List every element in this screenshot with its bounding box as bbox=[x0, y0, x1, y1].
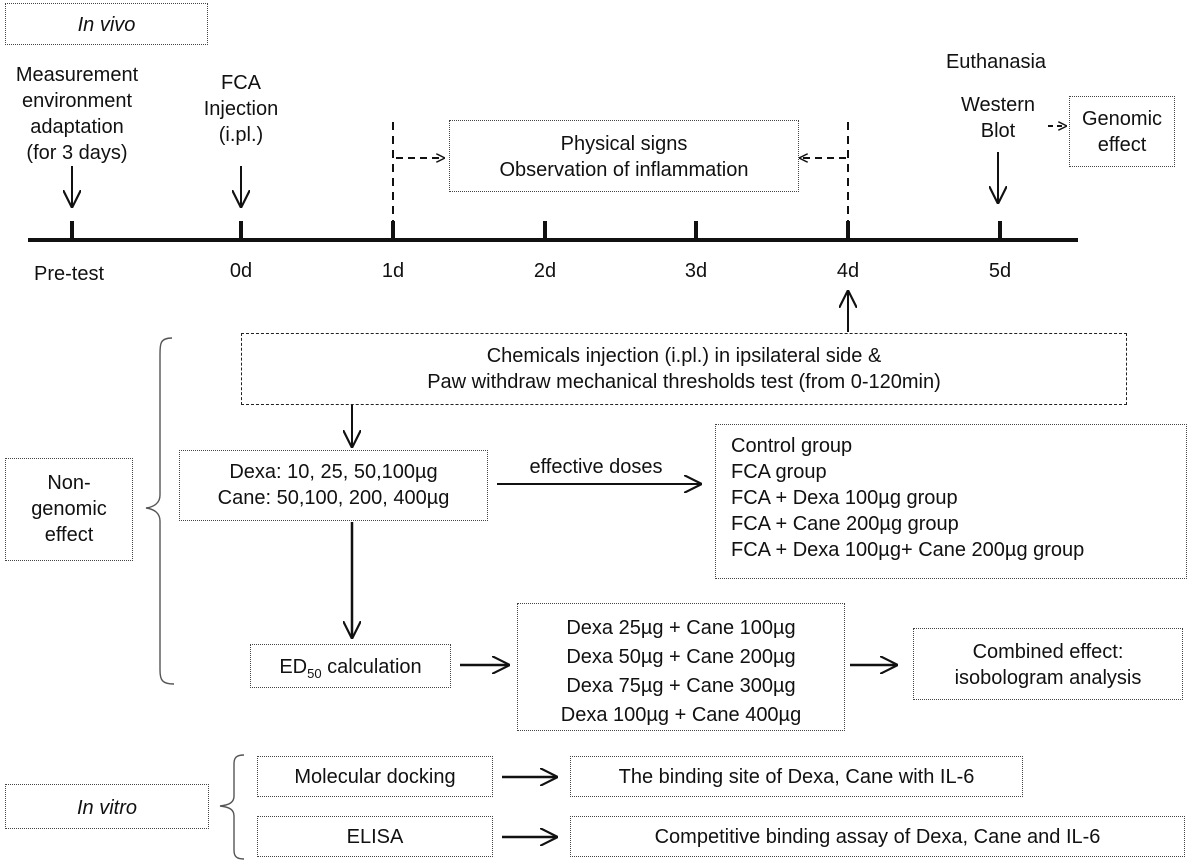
physical-signs-title: Physical signs bbox=[560, 133, 688, 155]
physical-signs-box: Physical signs Observation of inflammati… bbox=[449, 120, 799, 192]
chemicals-line-2: Paw withdraw mechanical thresholds test … bbox=[427, 371, 941, 393]
western-blot-label: Western Blot bbox=[960, 94, 1036, 142]
in-vitro-label: In vitro bbox=[76, 797, 138, 819]
competitive-binding-label: Competitive binding assay of Dexa, Cane … bbox=[654, 826, 1101, 848]
dose-combinations-box: Dexa 25µg + Cane 100µg Dexa 50µg + Cane … bbox=[517, 603, 845, 731]
chemicals-injection-box: Chemicals injection (i.pl.) in ipsilater… bbox=[241, 333, 1127, 405]
binding-site-box: The binding site of Dexa, Cane with IL-6 bbox=[570, 756, 1023, 797]
genomic-effect-box: Genomic effect bbox=[1069, 96, 1175, 167]
fca-injection-label: FCA Injection (i.pl.) bbox=[203, 72, 279, 146]
adaptation-label: Measurement environment adaptation (for … bbox=[15, 64, 139, 164]
group-fca-cane: FCA + Cane 200µg group bbox=[731, 513, 959, 535]
dexa-doses: Dexa: 10, 25, 50,100µg bbox=[229, 461, 438, 483]
in-vitro-brace bbox=[219, 754, 245, 860]
euthanasia-label: Euthanasia bbox=[945, 51, 1047, 73]
molecular-docking-box: Molecular docking bbox=[257, 756, 493, 797]
tick-label-0d: 0d bbox=[229, 260, 253, 282]
treatment-groups-box: Control group FCA group FCA + Dexa 100µg… bbox=[715, 424, 1187, 579]
tick-label-4d: 4d bbox=[836, 260, 860, 282]
in-vivo-label: In vivo bbox=[77, 14, 136, 36]
cane-doses: Cane: 50,100, 200, 400µg bbox=[217, 487, 450, 509]
elisa-box: ELISA bbox=[257, 816, 493, 857]
elisa-label: ELISA bbox=[346, 826, 404, 848]
combined-effect-box: Combined effect: isobologram analysis bbox=[913, 628, 1183, 700]
tick-label-3d: 3d bbox=[684, 260, 708, 282]
group-fca-dexa-cane: FCA + Dexa 100µg+ Cane 200µg group bbox=[731, 539, 1085, 561]
combo-3: Dexa 75µg + Cane 300µg bbox=[566, 675, 796, 697]
binding-site-label: The binding site of Dexa, Cane with IL-6 bbox=[618, 766, 975, 788]
isobologram-analysis: isobologram analysis bbox=[954, 667, 1142, 689]
combo-1: Dexa 25µg + Cane 100µg bbox=[566, 617, 796, 639]
combo-4: Dexa 100µg + Cane 400µg bbox=[560, 704, 802, 726]
ed50-calculation-box: ED50 calculation bbox=[250, 644, 451, 688]
effective-doses-label: effective doses bbox=[529, 456, 663, 478]
tick-label-5d: 5d bbox=[988, 260, 1012, 282]
competitive-binding-box: Competitive binding assay of Dexa, Cane … bbox=[570, 816, 1185, 857]
group-fca: FCA group bbox=[731, 461, 827, 483]
ed50-calculation-label: ED50 calculation bbox=[279, 656, 422, 681]
tick-label-1d: 1d bbox=[381, 260, 405, 282]
doses-box: Dexa: 10, 25, 50,100µg Cane: 50,100, 200… bbox=[179, 450, 488, 521]
tick-label-pretest: Pre-test bbox=[33, 263, 105, 285]
group-fca-dexa: FCA + Dexa 100µg group bbox=[731, 487, 958, 509]
timeline-tick-marks bbox=[70, 221, 1002, 240]
non-genomic-effect-box: Non- genomic effect bbox=[5, 458, 133, 561]
in-vivo-label-box: In vivo bbox=[5, 3, 208, 45]
group-control: Control group bbox=[731, 435, 853, 457]
non-genomic-brace bbox=[145, 337, 175, 685]
molecular-docking-label: Molecular docking bbox=[294, 766, 456, 788]
chemicals-line-1: Chemicals injection (i.pl.) in ipsilater… bbox=[486, 345, 882, 367]
tick-label-2d: 2d bbox=[533, 260, 557, 282]
combo-2: Dexa 50µg + Cane 200µg bbox=[566, 646, 796, 668]
observation-of-inflammation: Observation of inflammation bbox=[499, 159, 749, 181]
in-vitro-label-box: In vitro bbox=[5, 784, 209, 829]
combined-effect-title: Combined effect: bbox=[972, 641, 1124, 663]
